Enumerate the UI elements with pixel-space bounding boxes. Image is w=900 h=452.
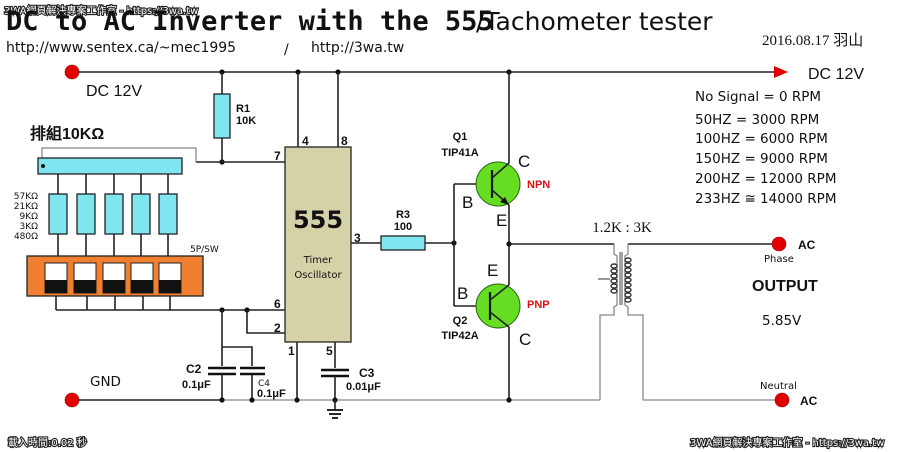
c2-value: 0.1μF: [182, 379, 211, 391]
q1-type: NPN: [527, 179, 550, 191]
pin-4: 4: [302, 134, 309, 148]
q2-e: E: [487, 261, 498, 280]
q2-c: C: [519, 330, 531, 349]
q2-part: TIP42A: [441, 330, 478, 342]
ic-line1: Timer: [303, 255, 333, 266]
switch-label: 5P/SW: [190, 245, 219, 255]
capacitor-c2: [208, 366, 236, 376]
rpm-row-5: 233HZ ≅ 14000 RPM: [695, 191, 836, 207]
pin-2: 2: [274, 321, 281, 335]
title-suffix: /Tachometer tester: [476, 7, 713, 36]
resistor-r3: [380, 235, 426, 251]
transistor-q1: [475, 161, 521, 207]
resistor-r1: [213, 93, 231, 139]
ac-phase-label: AC: [798, 238, 816, 252]
transformer-ratio: 1.2K : 3K: [592, 220, 652, 236]
res-value-3: 3KΩ: [19, 222, 38, 232]
title-main: DC to AC Inverter with the 555: [6, 6, 494, 37]
dc-input-terminal: [64, 64, 80, 80]
r1-value: 10K: [236, 115, 256, 127]
resistor-array-label: 排組10KΩ: [30, 124, 104, 143]
ic-line2: Oscillator: [294, 270, 342, 281]
pin-1: 1: [288, 344, 295, 358]
q2-b: B: [457, 284, 468, 303]
ac-neutral-label: AC: [800, 394, 818, 408]
load-time: 載入時間:0.02 秒: [8, 436, 87, 449]
res-value-1: 21KΩ: [14, 202, 38, 212]
transformer: [598, 244, 644, 400]
gnd-terminal: [64, 392, 80, 408]
pin-5: 5: [326, 344, 333, 358]
pin-3: 3: [354, 231, 361, 245]
transistor-q2: [475, 283, 521, 329]
r1-name: R1: [236, 103, 250, 115]
c4-name: C4: [258, 379, 270, 389]
output-title: OUTPUT: [752, 278, 818, 295]
gnd-label: GND: [90, 374, 121, 390]
q2-type: PNP: [527, 299, 550, 311]
c4-value: 0.1μF: [257, 388, 286, 400]
rpm-row-3: 150HZ = 9000 RPM: [695, 151, 828, 167]
output-voltage: 5.85V: [762, 313, 802, 329]
rpm-row-4: 200HZ = 12000 RPM: [695, 171, 836, 187]
capacitor-c3: [321, 368, 349, 378]
r3-name: R3: [396, 209, 410, 221]
watermark-top: 3WA網頁解決專案工作室 - https://3wa.tw: [4, 4, 198, 17]
pin-8: 8: [341, 134, 348, 148]
pin-6: 6: [274, 297, 281, 311]
res-value-0: 57KΩ: [14, 192, 38, 202]
neutral-label: Neutral: [760, 381, 797, 392]
ac-phase-terminal: [771, 236, 787, 252]
c2-name: C2: [186, 362, 202, 376]
q1-e: E: [496, 211, 507, 230]
ic-name: 555: [293, 206, 343, 234]
res-value-4: 480Ω: [14, 232, 38, 242]
resistor-array-bus: [37, 157, 183, 175]
dip-switch-toggles[interactable]: [44, 262, 182, 294]
q1-name: Q1: [453, 131, 468, 143]
dc-input-label: DC 12V: [86, 83, 142, 100]
res-value-2: 9KΩ: [19, 212, 38, 222]
r3-value: 100: [394, 221, 412, 233]
q1-c: C: [518, 152, 530, 171]
url-separator: /: [284, 42, 289, 58]
date-author: 2016.08.17 羽山: [762, 32, 863, 49]
q1-part: TIP41A: [441, 147, 478, 159]
c3-name: C3: [359, 366, 375, 380]
ic-555: [284, 146, 352, 343]
rpm-row-2: 100HZ = 6000 RPM: [695, 131, 828, 147]
ground-icon: [327, 400, 343, 419]
rpm-row-0: No Signal = 0 RPM: [695, 89, 821, 105]
url-left[interactable]: http://www.sentex.ca/~mec1995: [6, 40, 236, 56]
phase-label: Phase: [764, 254, 794, 265]
output-arrow-icon: [774, 66, 788, 78]
dc-output-label: DC 12V: [808, 66, 864, 83]
q2-name: Q2: [453, 315, 468, 327]
rpm-row-1: 50HZ = 3000 RPM: [695, 112, 819, 128]
pin-7: 7: [274, 149, 281, 163]
ac-neutral-terminal: [774, 392, 790, 408]
q1-b: B: [462, 193, 473, 212]
watermark-bottom: 3WA網頁解決專案工作室 - https://3wa.tw: [690, 436, 884, 449]
url-right[interactable]: http://3wa.tw: [311, 40, 404, 56]
resistor-array: [48, 174, 178, 256]
capacitor-c4: [240, 366, 265, 376]
c3-value: 0.01μF: [346, 381, 381, 393]
